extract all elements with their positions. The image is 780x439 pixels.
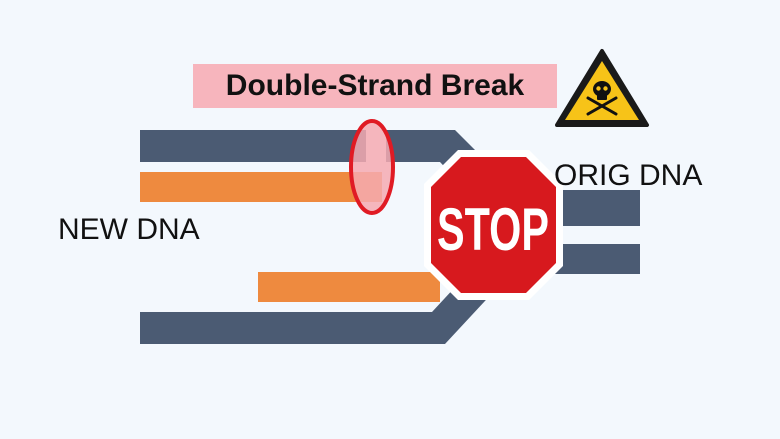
stop-sign-icon: STOP: [424, 150, 563, 300]
skull-icon: [586, 81, 618, 116]
stop-sign-text: STOP: [437, 196, 549, 263]
double-strand-break-label: Double-Strand Break: [193, 64, 557, 108]
original-dna-label: ORIG DNA: [554, 159, 703, 192]
skull-crossbones-warning-icon: [555, 49, 649, 127]
double-strand-break-marker: [349, 119, 395, 215]
new-dna-label: NEW DNA: [58, 213, 200, 246]
upper-new-strand: [140, 172, 382, 202]
lower-new-strand: [258, 272, 440, 302]
